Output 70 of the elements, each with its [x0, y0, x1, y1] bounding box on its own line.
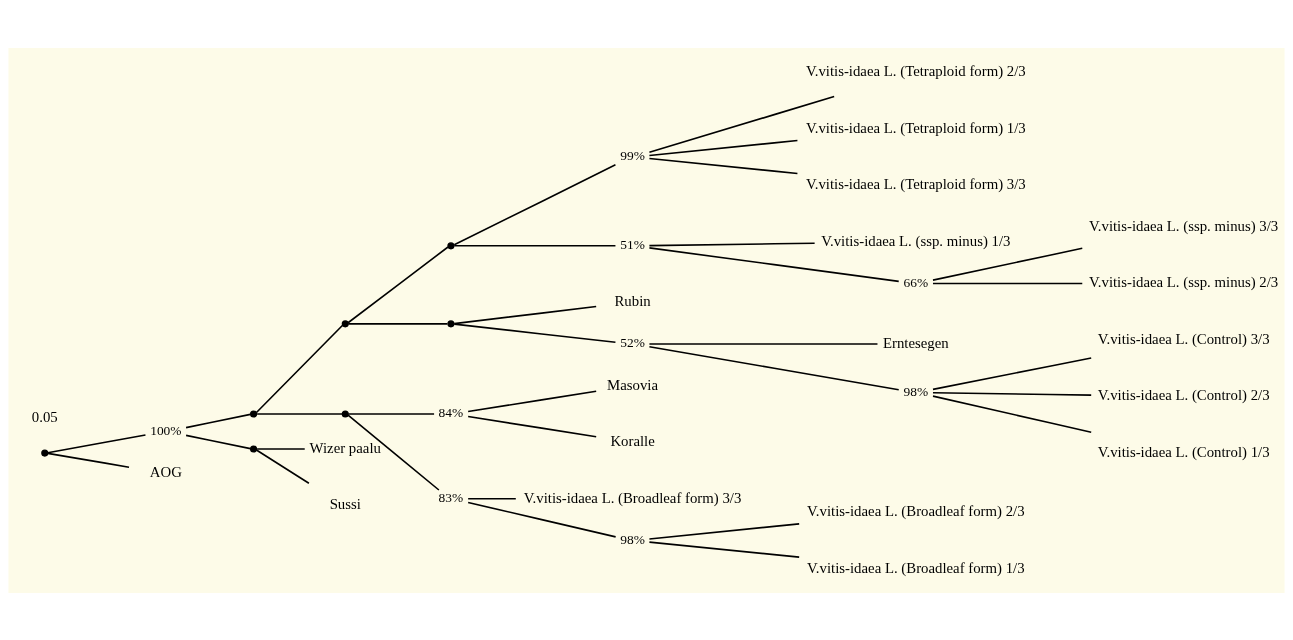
- node-text: AOG: [149, 463, 182, 480]
- node-text: Wizer paalu: [309, 439, 381, 456]
- connector: [255, 448, 310, 484]
- node-label: 98%: [620, 531, 645, 547]
- connector: [467, 497, 517, 500]
- node-text: V.vitis-idaea L. (Broadleaf form) 1/3: [807, 559, 1025, 576]
- connector: [648, 522, 800, 540]
- node-text: V.vitis-idaea L. (Broadleaf form) 3/3: [523, 489, 742, 506]
- connector: [185, 434, 252, 449]
- node-text: V.vitis-idaea L. (Tetraploid form) 2/3: [805, 62, 1026, 79]
- connector: [256, 412, 343, 415]
- node-text: V.vitis-idaea L. (ssp. minus) 2/3: [1089, 273, 1279, 290]
- connector: [453, 322, 617, 343]
- connector: [932, 391, 1092, 396]
- node-point: [250, 444, 258, 453]
- node-text: V.vitis-idaea L. (Tetraploid form) 3/3: [805, 175, 1026, 192]
- connector: [347, 245, 449, 324]
- node-label: 99%: [620, 147, 645, 163]
- connector: [648, 139, 799, 156]
- connector: [46, 433, 147, 454]
- node-text: Erntesegen: [882, 334, 949, 351]
- connector: [932, 394, 1092, 433]
- connector: [347, 412, 435, 415]
- node-text: V.vitis-idaea L. (Control) 2/3: [1097, 386, 1270, 403]
- node-text: Koralle: [610, 432, 655, 449]
- node-text: V.vitis-idaea L. (Control) 1/3: [1097, 443, 1270, 460]
- connector: [453, 244, 617, 247]
- node-point: [341, 319, 349, 327]
- connector: [648, 342, 879, 345]
- connector: [932, 282, 1084, 284]
- connector: [648, 540, 800, 558]
- connector: [648, 95, 835, 153]
- connector: [453, 305, 597, 324]
- node-point: [41, 448, 49, 457]
- node-point: [447, 319, 455, 327]
- node-label: 100%: [150, 422, 182, 438]
- connector: [453, 163, 617, 246]
- node-text: Sussi: [329, 495, 361, 512]
- connector: [932, 356, 1092, 390]
- node-point: [341, 409, 349, 418]
- connector: [467, 415, 597, 438]
- node-label: 51%: [620, 236, 645, 252]
- connector: [648, 157, 799, 174]
- connector: [347, 322, 449, 325]
- node-label: 83%: [438, 489, 464, 505]
- node-text: Masovia: [607, 376, 659, 393]
- connector: [648, 345, 900, 391]
- node-label: 52%: [620, 334, 645, 350]
- connector: [648, 246, 900, 282]
- connector: [185, 413, 252, 428]
- node-text: V.vitis-idaea L. (ssp. minus) 3/3: [1089, 217, 1279, 234]
- node-text: V.vitis-idaea L. (Control) 3/3: [1097, 330, 1270, 347]
- connector: [256, 447, 306, 450]
- connector: [648, 241, 816, 246]
- node-label: 66%: [903, 274, 929, 290]
- node-text: Rubin: [614, 292, 651, 309]
- node-label: 98%: [903, 383, 929, 399]
- node-text: V.vitis-idaea L. (Broadleaf form) 2/3: [807, 502, 1025, 519]
- node-text: V.vitis-idaea L. (Tetraploid form) 1/3: [805, 119, 1026, 136]
- connector: [932, 247, 1084, 281]
- node-label: 84%: [438, 404, 464, 420]
- connector: [255, 323, 344, 413]
- node-point: [250, 409, 258, 418]
- node-point: [447, 241, 455, 249]
- connector: [46, 452, 130, 468]
- connector: [467, 501, 617, 538]
- node-text: V.vitis-idaea L. (ssp. minus) 1/3: [821, 232, 1011, 249]
- label: 0.05: [31, 408, 58, 425]
- connector: [467, 390, 597, 412]
- connector: [347, 413, 440, 491]
